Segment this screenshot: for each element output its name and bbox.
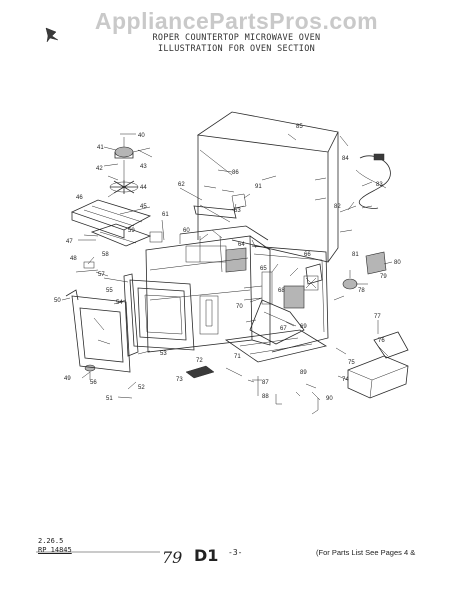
door-assembly <box>71 273 195 373</box>
base-plate <box>224 329 328 363</box>
part-label-87: 87 <box>262 380 269 386</box>
part-label-72: 72 <box>196 358 203 364</box>
part-label-74: 74 <box>342 377 349 383</box>
part-label-63: 63 <box>234 208 241 214</box>
footer-page-number: -3- <box>228 548 243 557</box>
part-label-77: 77 <box>374 314 381 320</box>
part-label-45: 45 <box>140 204 147 210</box>
part-label-51: 51 <box>106 396 113 402</box>
part-label-88: 88 <box>262 394 269 400</box>
part-label-67: 67 <box>280 326 287 332</box>
fan-duct-tray <box>70 199 152 247</box>
part-label-44: 44 <box>140 185 147 191</box>
part-label-91: 91 <box>255 184 262 190</box>
corner-mark <box>45 27 59 43</box>
part-label-80: 80 <box>394 260 401 266</box>
footer-parts-list-note: (For Parts List See Pages 4 & <box>316 548 416 557</box>
part-label-64: 64 <box>238 242 245 248</box>
part-label-83: 83 <box>376 182 383 188</box>
part-label-79: 79 <box>380 274 387 280</box>
part-label-52: 52 <box>138 385 145 391</box>
part-labels: 40 41 42 43 44 45 46 47 48 49 50 51 52 5… <box>54 124 401 402</box>
leader-lines <box>61 133 393 415</box>
bottom-hardware <box>185 365 282 405</box>
part-label-81: 81 <box>352 252 359 258</box>
part-label-89: 89 <box>300 370 307 376</box>
part-label-75: 75 <box>348 360 355 366</box>
part-label-47: 47 <box>66 239 73 245</box>
part-label-71: 71 <box>234 354 241 360</box>
footer-code-2: RP 14845 <box>38 546 72 554</box>
left-small-parts <box>65 239 99 380</box>
part-label-41: 41 <box>97 145 104 151</box>
part-label-69: 69 <box>300 324 307 330</box>
part-label-73: 73 <box>176 377 183 383</box>
watermark: AppliancePartsPros.com <box>94 8 379 34</box>
part-label-50: 50 <box>54 298 61 304</box>
oven-cavity-chassis <box>145 225 271 353</box>
part-label-48: 48 <box>70 256 77 262</box>
part-label-42: 42 <box>96 166 103 172</box>
part-label-60: 60 <box>183 228 190 234</box>
top-interior-parts <box>149 169 247 243</box>
part-label-46: 46 <box>76 195 83 201</box>
part-label-54: 54 <box>116 300 123 306</box>
diagram-title: ROPER COUNTERTOP MICROWAVE OVEN <box>152 33 321 43</box>
part-label-76: 76 <box>378 338 385 344</box>
part-label-84: 84 <box>342 156 349 162</box>
part-label-68: 68 <box>278 288 285 294</box>
part-label-70: 70 <box>236 304 243 310</box>
part-label-59: 59 <box>128 228 135 234</box>
part-label-62: 62 <box>178 182 185 188</box>
outer-cabinet <box>196 111 339 263</box>
part-label-82: 82 <box>334 204 341 210</box>
part-label-86: 86 <box>232 170 239 176</box>
part-label-78: 78 <box>358 288 365 294</box>
part-label-58: 58 <box>102 252 109 258</box>
transformer-magnetron <box>243 271 305 345</box>
part-label-61: 61 <box>162 212 169 218</box>
part-label-65: 65 <box>260 266 267 272</box>
footer-section-code: D1 <box>194 546 219 565</box>
part-label-43: 43 <box>140 164 147 170</box>
part-label-90: 90 <box>326 396 333 402</box>
part-label-40: 40 <box>138 133 145 139</box>
fan-motor-assembly <box>109 137 153 194</box>
part-label-56: 56 <box>90 380 97 386</box>
part-label-49: 49 <box>64 376 71 382</box>
part-label-53: 53 <box>160 351 167 357</box>
right-components <box>305 153 409 410</box>
part-label-66: 66 <box>304 252 311 258</box>
part-label-57: 57 <box>98 272 105 278</box>
part-label-85: 85 <box>296 124 303 130</box>
footer-handwritten-number: 79 <box>162 548 183 567</box>
part-label-55: 55 <box>106 288 113 294</box>
footer-code-1: 2.26.5 <box>38 537 64 545</box>
diagram-subtitle: ILLUSTRATION FOR OVEN SECTION <box>157 44 316 54</box>
